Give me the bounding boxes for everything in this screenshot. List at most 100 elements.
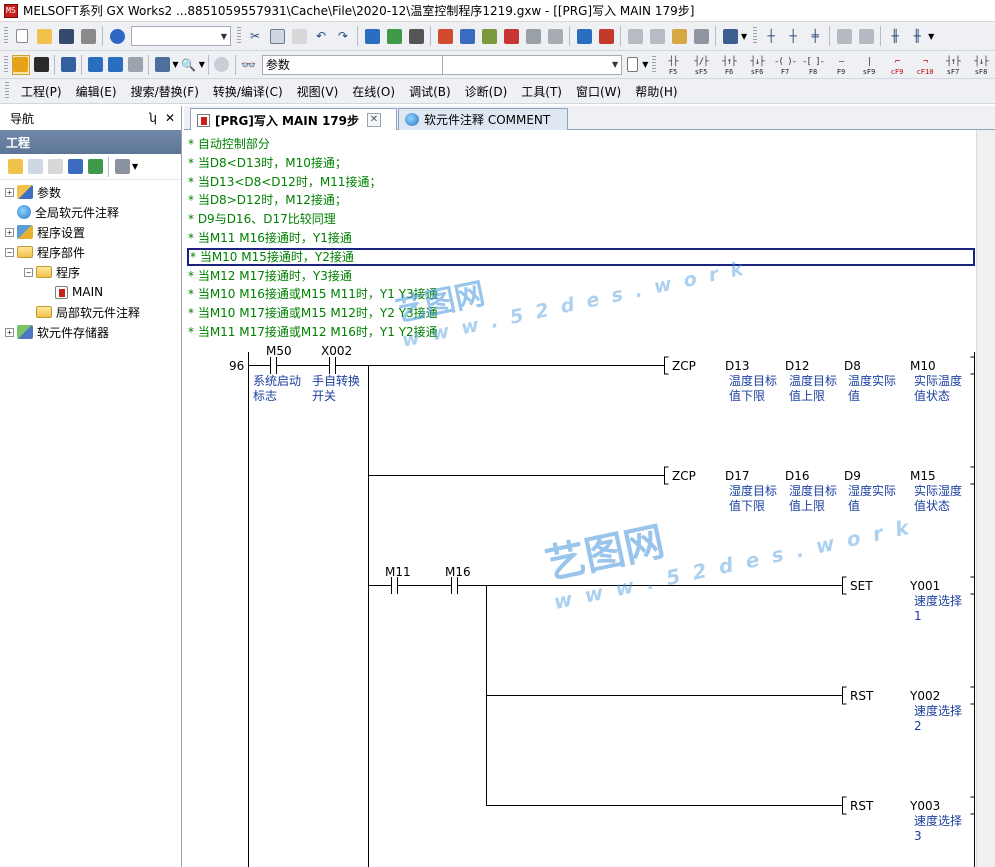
tree-item[interactable]: −程序部件 [0,242,181,262]
menu-item[interactable]: 搜索/替换(F) [130,84,199,99]
operand[interactable]: D9 [844,469,861,483]
menu-item[interactable]: 工程(P) [21,84,62,99]
cut-icon[interactable]: ✂ [249,29,261,43]
instruction-op[interactable]: RST [850,689,874,703]
menu-item[interactable]: 转换/编译(C) [212,84,283,99]
operand[interactable]: D17 [725,469,750,483]
tree-item[interactable]: +程序设置 [0,222,181,242]
statement-comment[interactable]: * 当M12 M17接通时，Y3接通 [188,268,352,283]
ladder-key-cf9[interactable]: ⌐cF9 [884,54,910,76]
device-verify-icon[interactable] [406,26,426,46]
standard-combo[interactable]: ▼ [131,26,231,46]
operand[interactable]: M15 [910,469,936,483]
dev-icon[interactable] [86,55,104,75]
tab-device-comment[interactable]: 软元件注释 COMMENT [398,108,568,130]
statement-comment[interactable]: * 当M11 M17接通或M12 M16时，Y1 Y2接通 [188,325,438,339]
tree-item[interactable]: −程序 [0,262,181,282]
device-use-icon[interactable] [545,26,565,46]
ladder-line-icon[interactable]: ╪ [811,29,819,43]
ladder-editor[interactable]: * 自动控制部分* 当D8<D13时，M10接通；* 当D13<D8<D12时，… [184,130,995,867]
statement-comment[interactable]: * D9与D16、D17比较同理 [188,212,336,227]
register-icon[interactable] [625,26,645,46]
redo-icon[interactable]: ↷ [337,29,349,43]
edge-rise-icon[interactable]: ╫ [891,29,899,43]
tree-item[interactable]: +软元件存储器 [0,322,181,342]
save-icon[interactable] [56,26,76,46]
expand-icon[interactable]: + [5,327,14,337]
device-write-icon[interactable] [362,26,382,46]
menu-item[interactable]: 编辑(E) [75,84,117,99]
menu-item[interactable]: 窗口(W) [575,84,622,99]
operand[interactable]: Y002 [910,689,941,703]
monitor-stop-icon[interactable] [596,26,616,46]
tree-item[interactable]: 全局软元件注释 [0,202,181,222]
toolbar-grip[interactable] [4,27,8,45]
menu-item[interactable]: 视图(V) [296,84,339,99]
vertical-scrollbar[interactable] [976,130,995,867]
read-mode-icon[interactable] [32,55,50,75]
scope-combo[interactable]: ▼ [441,54,623,75]
expand-icon[interactable]: + [5,187,14,197]
copy-data-icon[interactable] [26,157,44,177]
ladder-key-f8[interactable]: -[ ]-F8 [800,54,826,76]
property-icon[interactable] [66,157,84,177]
device-list-icon[interactable] [523,26,543,46]
operand[interactable]: D13 [725,359,750,373]
statement-comment[interactable]: * 当M10 M16接通或M15 M11时，Y1 Y3接通 [188,287,438,302]
edge-fall-icon[interactable]: ╫ [913,29,921,43]
toolbar-grip[interactable] [4,55,8,74]
collapse-icon[interactable]: − [5,247,14,257]
search-device-icon[interactable] [834,26,854,46]
statement-comment[interactable]: * 当D8>D12时，M12接通； [188,193,347,208]
nav-section-project[interactable]: 工程 [0,130,181,154]
toolbar-grip[interactable] [652,55,657,74]
dev-view-icon[interactable] [153,55,171,75]
instruction-op[interactable]: RST [850,799,874,813]
contact-label[interactable]: M16 [445,565,471,579]
ladder-key-f5[interactable]: ┤├F5 [660,54,686,76]
dev2-icon[interactable] [106,55,124,75]
operand[interactable]: D12 [785,359,810,373]
new-data-icon[interactable] [6,157,24,177]
pin-icon[interactable]: ʮ [149,111,157,125]
ladder-key-f7[interactable]: -( )-F7 [772,54,798,76]
statement-comment[interactable]: * 当M10 M17接通或M15 M12时，Y2 Y3接通 [188,306,438,321]
doc-icon[interactable] [623,55,641,75]
cross-ref-icon[interactable] [501,26,521,46]
register-clear-icon[interactable] [647,26,667,46]
ladder-key-sf5[interactable]: ┤/├sF5 [688,54,714,76]
refresh-icon[interactable] [86,157,104,177]
ladder-insert-icon[interactable]: ┼ [767,29,775,43]
device-read-icon[interactable] [384,26,404,46]
ladder-key-sf6[interactable]: ┤↓├sF6 [744,54,770,76]
list-view-icon[interactable] [59,55,77,75]
ladder-key-sf8[interactable]: ┤↓├sF8 [968,54,994,76]
ladder-key-f6[interactable]: ┤↑├F6 [716,54,742,76]
question-icon[interactable] [213,55,231,75]
print-icon[interactable] [78,26,98,46]
dev3-icon[interactable] [126,55,144,75]
statement-comment[interactable]: * 当D8<D13时，M10接通； [188,155,347,170]
ladder-key-sf7[interactable]: ┤↑├sF7 [940,54,966,76]
operand[interactable]: D8 [844,359,861,373]
paste-data-icon[interactable] [46,157,64,177]
operand[interactable]: D16 [785,469,810,483]
menu-item[interactable]: 帮助(H) [635,84,678,99]
menu-grip[interactable] [5,82,9,100]
statement-icon[interactable] [691,26,711,46]
menu-item[interactable]: 工具(T) [521,84,562,99]
close-icon[interactable]: ✕ [164,111,175,125]
monitor-icon[interactable] [574,26,594,46]
tab-close-icon[interactable]: ✕ [367,113,381,127]
write-mode-icon[interactable] [11,54,30,75]
tree-item[interactable]: +参数 [0,182,181,202]
paste-icon[interactable] [289,26,309,46]
copy-icon[interactable] [267,26,287,46]
comment-edit-icon[interactable] [669,26,689,46]
menu-item[interactable]: 调试(B) [409,84,451,99]
back-icon[interactable] [457,26,477,46]
statement-comment[interactable]: * 自动控制部分 [188,137,270,151]
binoculars-icon[interactable]: 👓 [241,57,257,72]
ladder-key-f9[interactable]: —F9 [828,54,854,76]
ladder-delete-icon[interactable]: ┼ [789,29,797,43]
